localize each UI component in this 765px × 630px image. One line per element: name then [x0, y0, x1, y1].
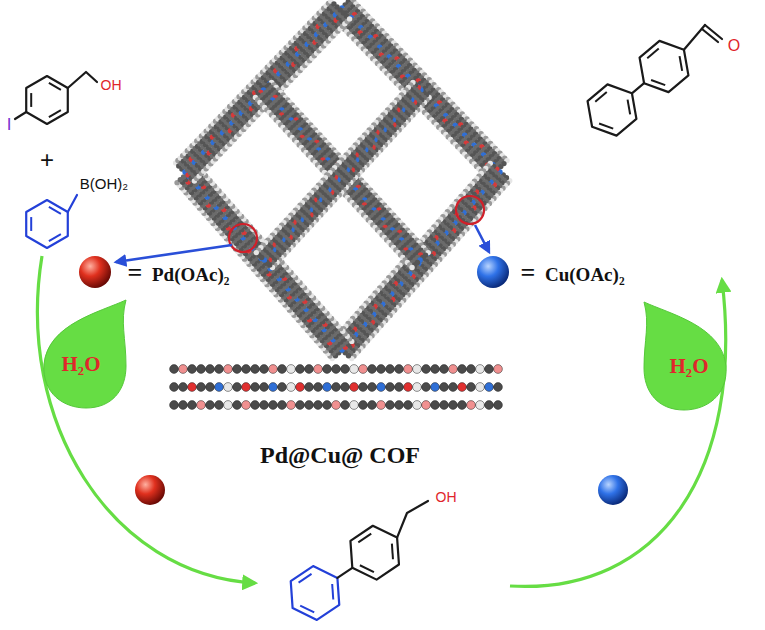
benzene-ring [291, 566, 340, 620]
double-bond [49, 83, 61, 90]
double-bond [651, 80, 665, 85]
double-bond [628, 100, 631, 115]
bond [397, 501, 428, 538]
double-bond [392, 544, 393, 560]
benzene-ring [588, 84, 637, 135]
bond [68, 195, 77, 212]
double-bond [300, 606, 314, 613]
double-bond [49, 110, 61, 117]
benzene-ring [26, 76, 68, 124]
double-bond [299, 574, 312, 583]
benzene-ring [640, 41, 689, 92]
double-bond [358, 534, 371, 543]
bond [702, 29, 718, 42]
double-bond [360, 565, 374, 572]
framework-atom [347, 16, 352, 21]
double-bond [49, 207, 61, 214]
double-bond [30, 93, 32, 107]
double-bond [30, 217, 32, 231]
double-bond [599, 124, 613, 129]
benzene-ring [26, 200, 68, 248]
double-bond [680, 56, 683, 71]
molecules [15, 25, 722, 620]
double-bond [647, 49, 659, 59]
bond [15, 112, 26, 119]
double-bond [49, 234, 61, 241]
double-bond [595, 92, 607, 102]
benzene-ring [350, 526, 399, 580]
bond [68, 72, 97, 88]
bond [632, 83, 644, 93]
double-bond [332, 584, 333, 600]
bond [337, 568, 352, 578]
bond [705, 25, 722, 39]
cof-framework [173, 0, 513, 361]
